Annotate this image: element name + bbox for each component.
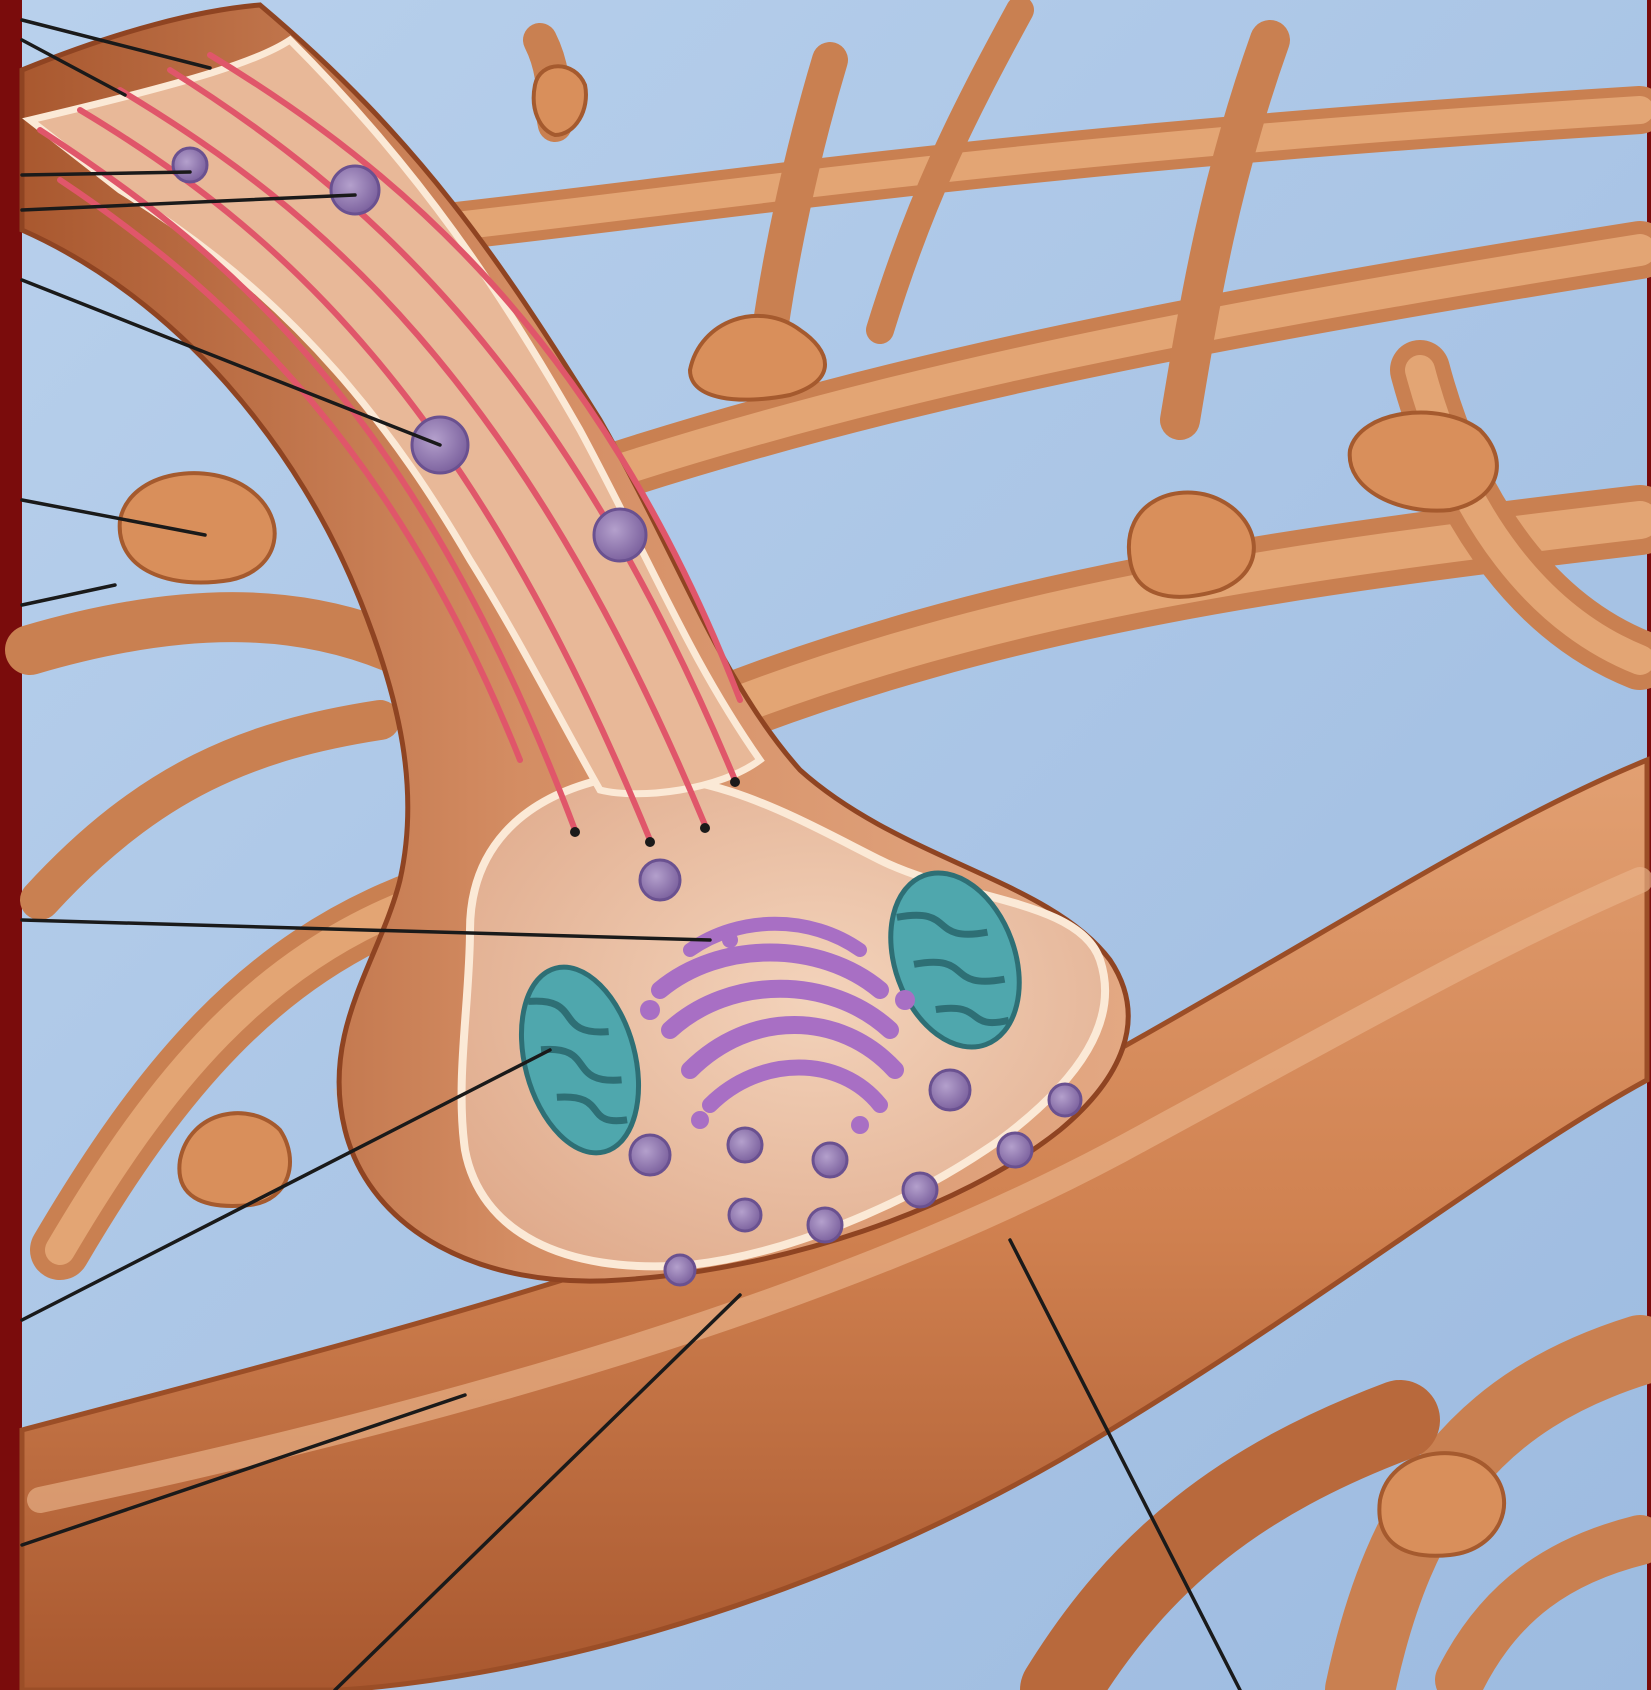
golgi-vesicle	[722, 932, 738, 948]
filament-end	[570, 827, 580, 837]
filament-end	[645, 837, 655, 847]
spine-head	[1129, 493, 1254, 597]
spine-head	[120, 473, 275, 582]
vesicle	[998, 1133, 1032, 1167]
spine-head	[534, 66, 586, 135]
spine-head	[1379, 1453, 1504, 1556]
vesicle	[813, 1143, 847, 1177]
vesicle	[331, 166, 379, 214]
golgi-vesicle	[691, 1111, 709, 1129]
golgi-vesicle	[640, 1000, 660, 1020]
vesicle	[728, 1128, 762, 1162]
vesicle	[808, 1208, 842, 1242]
vesicle	[173, 148, 207, 182]
vesicle	[665, 1255, 695, 1285]
vesicle	[903, 1173, 937, 1207]
vesicle	[1049, 1084, 1081, 1116]
vesicle	[930, 1070, 970, 1110]
vesicle	[729, 1199, 761, 1231]
golgi-vesicle	[895, 990, 915, 1010]
golgi-vesicle	[851, 1116, 869, 1134]
vesicle	[640, 860, 680, 900]
filament-end	[700, 823, 710, 833]
vesicle	[594, 509, 646, 561]
vesicle	[630, 1135, 670, 1175]
filament-end	[730, 777, 740, 787]
